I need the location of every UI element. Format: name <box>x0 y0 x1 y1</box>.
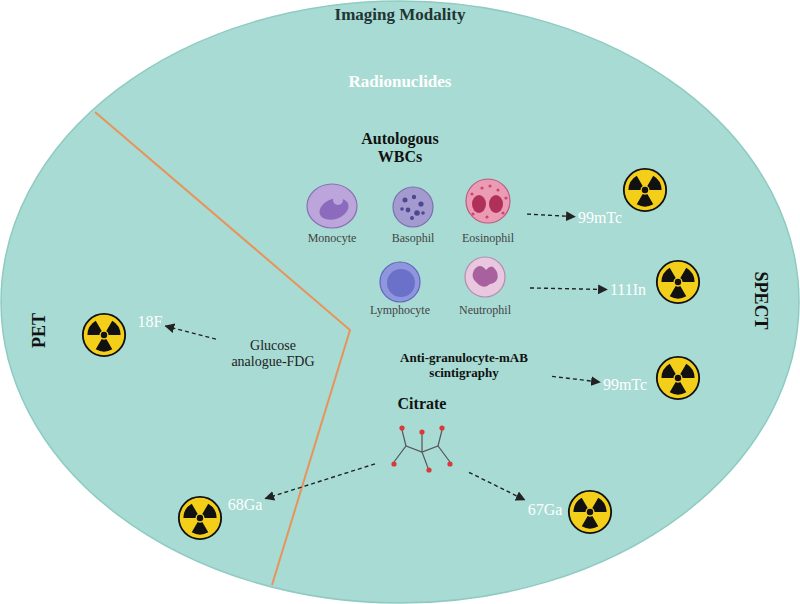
radionuclide-label: 67Ga <box>528 501 563 519</box>
cell-nucleus <box>489 195 503 213</box>
cell-granules <box>470 184 507 218</box>
node-label: Eosinophil <box>462 232 514 246</box>
neutrophil-figure <box>465 257 505 297</box>
isotope-label: 18F <box>138 313 163 331</box>
cell-body <box>466 179 510 223</box>
cell-granules <box>400 195 425 220</box>
side-label-holder: PET <box>29 312 50 347</box>
cell-body <box>380 262 420 302</box>
radiation-symbol <box>624 169 666 211</box>
node-label: Citrate <box>380 395 464 413</box>
cell-nucleus <box>316 194 351 223</box>
node-label: Lymphocyte <box>370 304 430 318</box>
region-heading: Autologous WBCs <box>345 130 455 167</box>
isotope-label: 111In <box>610 281 646 299</box>
radionuclide-label: 68Ga <box>228 496 263 514</box>
cell-body <box>393 187 433 227</box>
cell-body <box>307 184 357 228</box>
cell-notch <box>333 195 343 205</box>
node-label: Glucose analogue-FDG <box>225 338 321 370</box>
radionuclide-label: 99mTc <box>578 209 622 227</box>
basophil-figure <box>393 187 433 227</box>
radionuclide-label: 99mTc <box>603 376 647 394</box>
radionuclide-label: 111In <box>610 281 646 299</box>
modality-label: SPECT <box>750 271 771 329</box>
node-label: Monocyte <box>308 232 357 246</box>
eosinophil-figure <box>466 179 510 223</box>
isotope-label: 68Ga <box>228 496 263 514</box>
cell-nucleus <box>472 195 486 213</box>
cell-body <box>465 257 505 297</box>
isotope-label: 67Ga <box>528 501 563 519</box>
node-label: Neutrophil <box>459 304 511 318</box>
cell-nucleus <box>473 266 498 287</box>
isotope-label: 99mTc <box>578 209 622 227</box>
monocyte-figure <box>307 184 357 228</box>
node-label: Basophil <box>392 232 435 246</box>
region-heading: Imaging Modality <box>335 5 466 25</box>
cell-nucleus <box>387 269 415 297</box>
side-label-holder: SPECT <box>750 271 771 329</box>
lymphocyte-figure <box>380 262 420 302</box>
modality-label: PET <box>29 312 50 347</box>
region-heading: Radionuclides <box>349 72 452 92</box>
isotope-label: 99mTc <box>603 376 647 394</box>
radionuclide-label: 18F <box>138 313 163 331</box>
radiation-symbol <box>83 314 125 356</box>
node-label: Anti-granulocyte-mAB scintigraphy <box>385 351 543 381</box>
radiation-symbol <box>657 261 699 303</box>
radiation-symbol <box>657 357 699 399</box>
radiation-symbol <box>569 491 611 533</box>
radiation-symbol <box>179 497 221 539</box>
